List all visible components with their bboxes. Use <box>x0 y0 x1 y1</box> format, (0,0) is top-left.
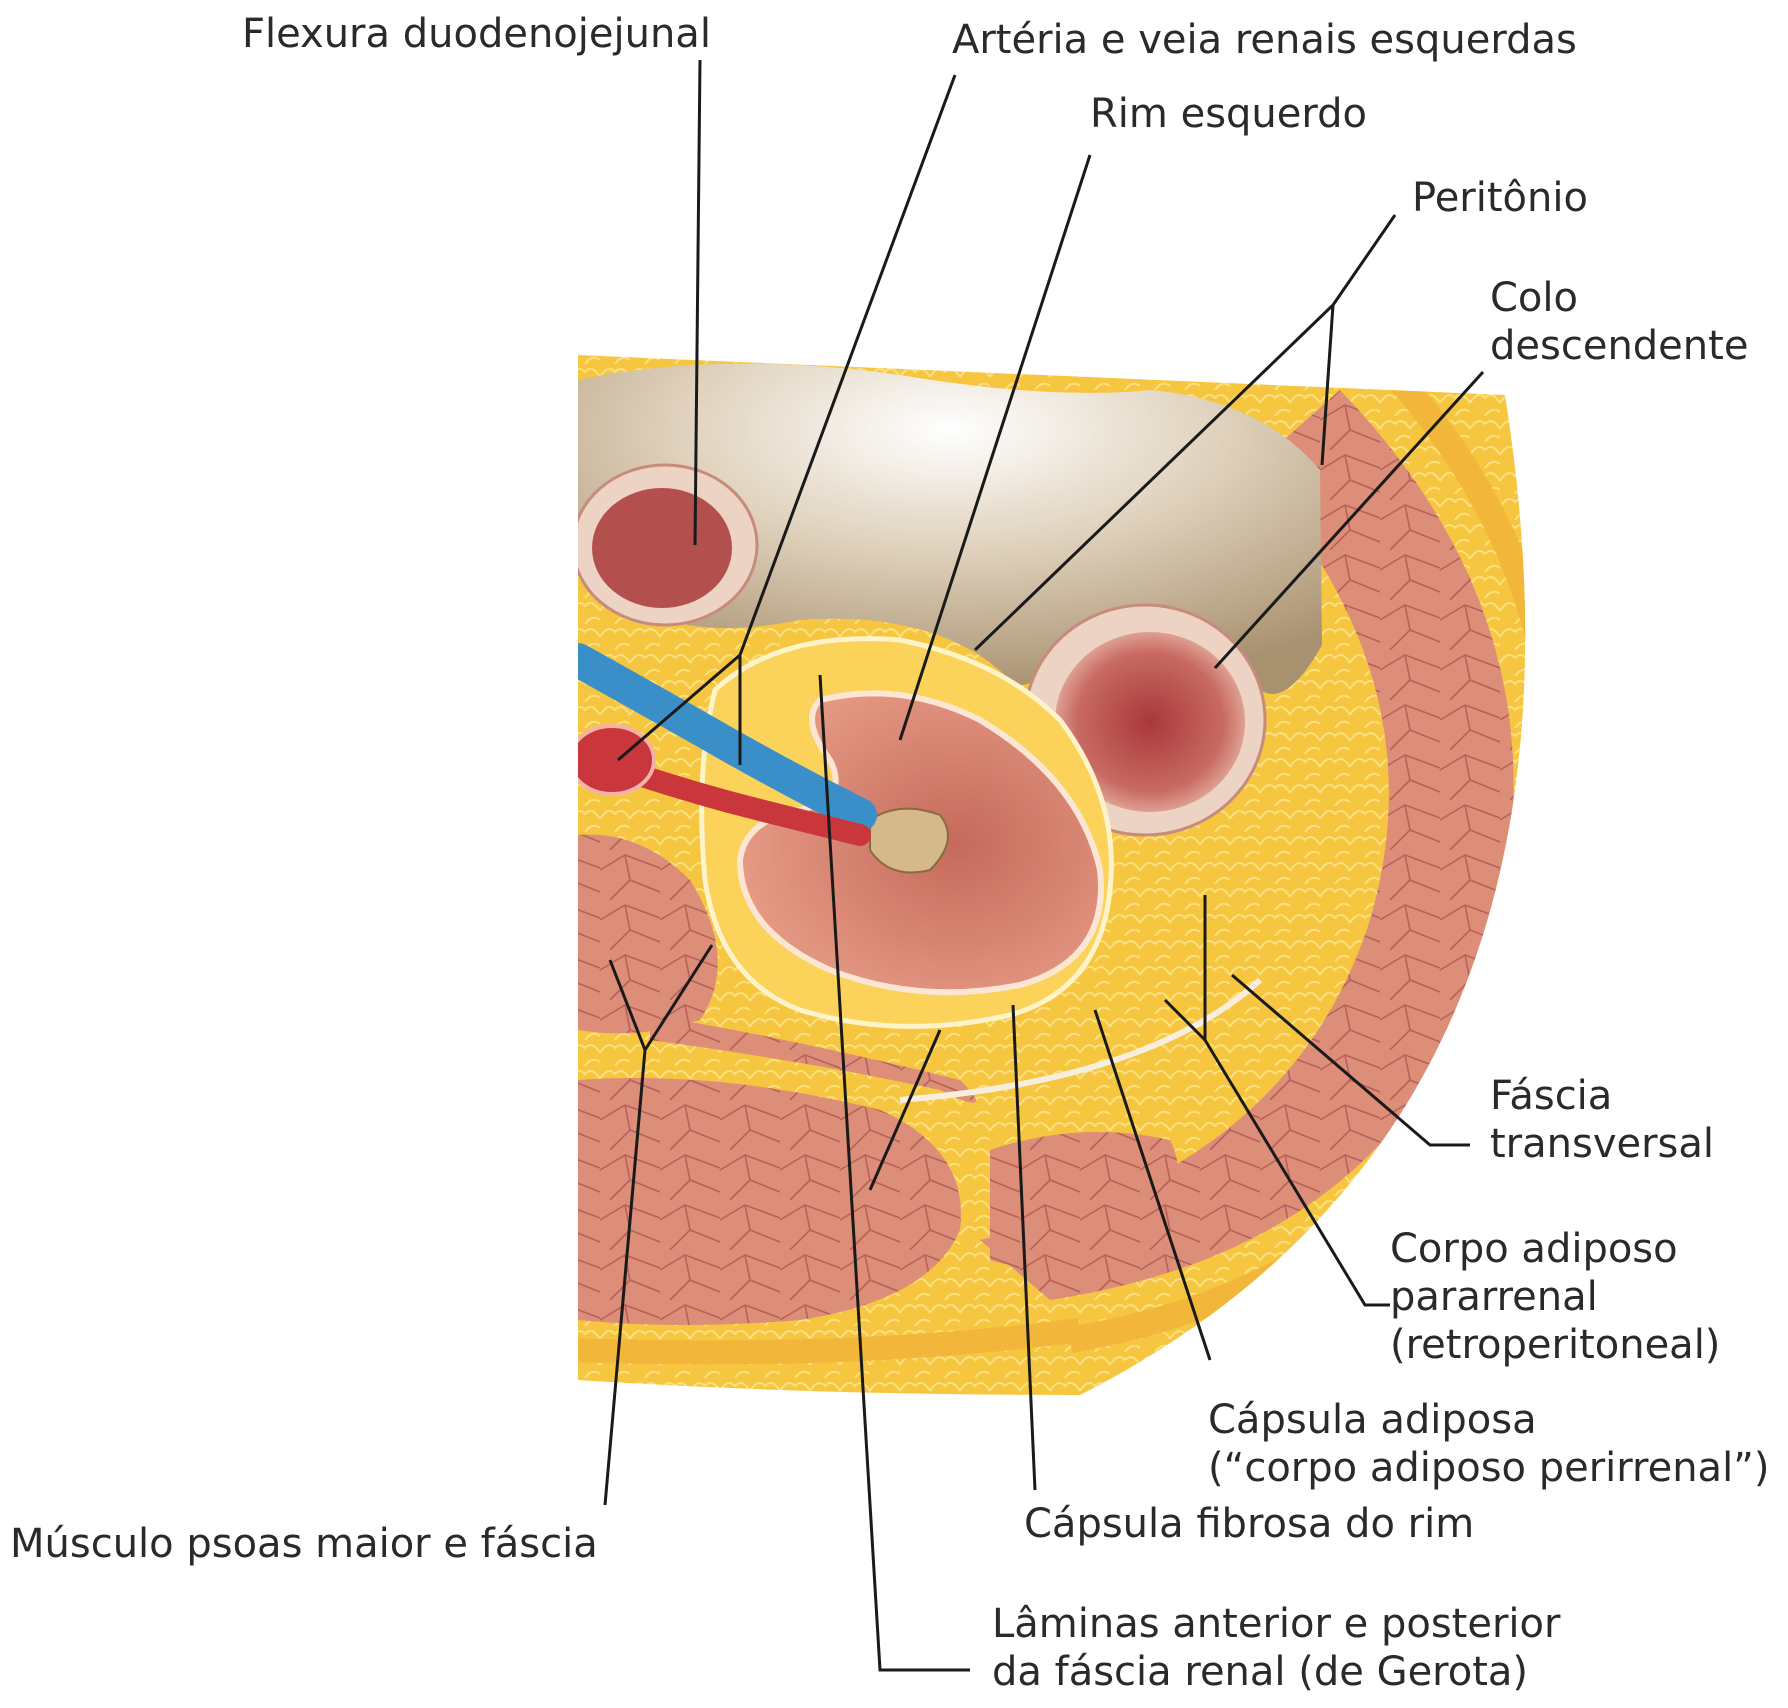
label-colo-line2: descendente <box>1490 323 1749 369</box>
leader-capsula-adiposa <box>1093 1009 1212 1361</box>
label-flexura-duodenojejunal: Flexura duodenojejunal <box>242 11 711 57</box>
left-renal-vein <box>578 643 877 832</box>
leader-rim <box>898 154 1092 741</box>
psoas-muscle <box>578 834 718 1034</box>
leader-peritonio-b <box>1320 304 1335 466</box>
label-colo-line1: Colo <box>1490 275 1578 321</box>
label-corpo-line1: Corpo adiposo <box>1390 1226 1678 1272</box>
label-colo-descendente: Colo descendente <box>1490 274 1748 370</box>
abdominal-wall-muscle <box>980 390 1514 1300</box>
label-laminas-line1: Lâminas anterior e posterior <box>992 1601 1561 1647</box>
leader-laminas-a <box>818 674 970 1672</box>
label-musculo-psoas: Músculo psoas maior e fáscia <box>10 1521 598 1567</box>
leader-corpo-adiposo-b <box>1163 998 1207 1042</box>
label-laminas-line2: da fáscia renal (de Gerota) <box>992 1649 1529 1695</box>
leader-fascia-transversal <box>1231 973 1470 1147</box>
label-corpo-line2: pararrenal <box>1390 1274 1598 1320</box>
leader-psoas-b <box>643 944 714 1051</box>
leader-laminas-b <box>868 1029 942 1191</box>
cross-section <box>578 355 1526 1395</box>
leader-corpo-adiposo <box>1203 895 1390 1307</box>
label-capsula-adiposa: Cápsula adiposa (“corpo adiposo perirren… <box>1208 1396 1770 1492</box>
label-corpo-line3: (retroperitoneal) <box>1390 1322 1721 1368</box>
label-rim-esquerdo: Rim esquerdo <box>1090 91 1367 137</box>
leader-colo <box>1213 370 1485 670</box>
quadratus-lumborum-muscle <box>578 1078 961 1325</box>
label-capsula-fibrosa: Cápsula fibrosa do rim <box>1024 1501 1475 1547</box>
label-arteria-veia-renais: Artéria e veia renais esquerdas <box>952 17 1577 63</box>
label-capsula-adiposa-line1: Cápsula adiposa <box>1208 1397 1537 1443</box>
label-capsula-adiposa-line2: (“corpo adiposo perirrenal”) <box>1208 1445 1770 1491</box>
renal-hilum <box>869 807 949 874</box>
label-corpo-adiposo-pararrenal: Corpo adiposo pararrenal (retroperitonea… <box>1390 1225 1720 1369</box>
label-fascia-transversal: Fáscia transversal <box>1490 1072 1714 1168</box>
label-peritonio: Peritônio <box>1412 175 1588 221</box>
leader-flexura <box>693 59 702 546</box>
leader-lines <box>603 59 1485 1672</box>
label-fascia-line1: Fáscia <box>1490 1073 1613 1119</box>
transversalis-fascia <box>899 977 1263 1103</box>
label-fascia-line2: transversal <box>1490 1121 1715 1167</box>
label-laminas-fascia-renal: Lâminas anterior e posterior da fáscia r… <box>992 1600 1560 1696</box>
leader-capsula-fibrosa <box>1011 1004 1037 1491</box>
